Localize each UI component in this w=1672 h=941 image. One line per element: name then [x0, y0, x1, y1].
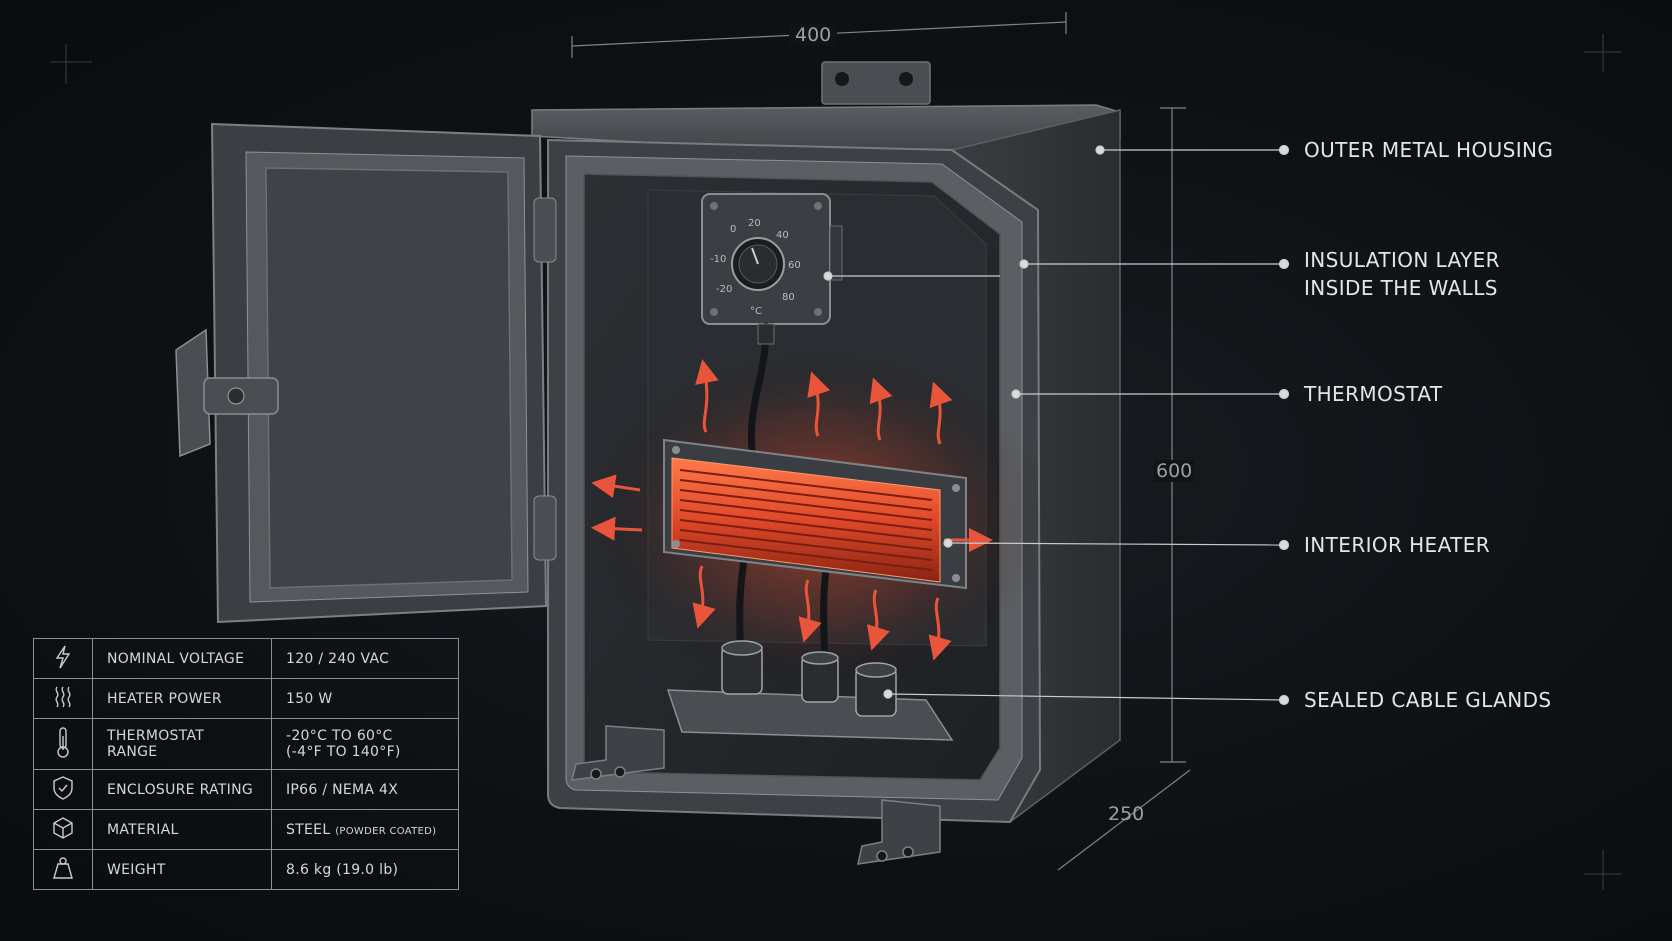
spec-value: 150 W [271, 678, 459, 719]
thermostat-tick-minus20: -20 [716, 284, 732, 295]
thermostat-unit-label: °C [750, 306, 762, 317]
corner-crosshairs [50, 34, 1622, 890]
top-mounting-tab [821, 61, 931, 105]
thermostat-tick-0: 0 [730, 224, 736, 235]
spec-label: NOMINAL VOLTAGE [92, 638, 272, 679]
spec-value: IP66 / NEMA 4X [271, 769, 459, 810]
spec-label: THERMOSTAT RANGE [92, 718, 272, 770]
spec-row-voltage: NOMINAL VOLTAGE 120 / 240 VAC [33, 638, 459, 679]
spec-value: 8.6 kg (19.0 lb) [271, 849, 459, 890]
mounting-feet [571, 725, 941, 865]
thermostat-tick-40: 40 [776, 230, 789, 241]
spec-value-line2: (-4°F TO 140°F) [286, 744, 401, 760]
spec-label: HEATER POWER [92, 678, 272, 719]
spec-row-weight: WEIGHT 8.6 kg (19.0 lb) [33, 849, 459, 890]
callout-thermostat: THERMOSTAT [1304, 382, 1443, 406]
thermostat-tick-20: 20 [748, 218, 761, 229]
heat-flow-arrows [591, 359, 993, 661]
callout-interior-heater: INTERIOR HEATER [1304, 533, 1491, 557]
spec-value: STEEL (POWDER COATED) [271, 809, 459, 850]
spec-value: 120 / 240 VAC [271, 638, 459, 679]
callout-insulation-line1: INSULATION LAYER [1304, 248, 1500, 272]
callout-sealed-cable-glands: SEALED CABLE GLANDS [1304, 688, 1552, 712]
spec-value-line1: -20°C TO 60°C [286, 728, 393, 744]
thermometer-icon [33, 718, 93, 770]
thermostat-tick-80: 80 [782, 292, 795, 303]
specs-table: NOMINAL VOLTAGE 120 / 240 VAC HEATER POW… [33, 638, 459, 890]
spec-row-thermostat-range: THERMOSTAT RANGE -20°C TO 60°C (-4°F TO … [33, 718, 459, 770]
spec-row-heater-power: HEATER POWER 150 W [33, 678, 459, 719]
width-dimension-label: 400 [789, 24, 838, 46]
spec-label: ENCLOSURE RATING [92, 769, 272, 810]
thermostat-unit: 0 20 40 -10 60 -20 80 °C [701, 193, 843, 325]
callout-insulation-line2: INSIDE THE WALLS [1304, 276, 1498, 300]
cable-gland-plate [666, 640, 954, 741]
spec-label: MATERIAL [92, 809, 272, 850]
heat-waves-icon [33, 678, 93, 719]
thermostat-tick-60: 60 [788, 260, 801, 271]
depth-dimension-label: 250 [1108, 803, 1145, 825]
open-door [175, 122, 557, 624]
spec-label: WEIGHT [92, 849, 272, 890]
callout-outer-metal-housing: OUTER METAL HOUSING [1304, 138, 1554, 162]
spec-row-enclosure-rating: ENCLOSURE RATING IP66 / NEMA 4X [33, 769, 459, 810]
lightning-icon [33, 638, 93, 679]
height-dimension-label: 600 [1154, 460, 1195, 482]
spec-row-material: MATERIAL STEEL (POWDER COATED) [33, 809, 459, 850]
leader-lines [823, 144, 1290, 706]
spec-value: -20°C TO 60°C (-4°F TO 140°F) [271, 718, 459, 770]
spec-value-main: STEEL [286, 821, 331, 838]
callout-insulation-layer: INSULATION LAYER INSIDE THE WALLS [1304, 246, 1500, 302]
shield-icon [33, 769, 93, 810]
cube-icon [33, 809, 93, 850]
weight-icon [33, 849, 93, 890]
thermostat-tick-minus10: -10 [710, 254, 726, 265]
spec-value-note: (POWDER COATED) [335, 825, 437, 837]
interior-heater [663, 438, 967, 590]
